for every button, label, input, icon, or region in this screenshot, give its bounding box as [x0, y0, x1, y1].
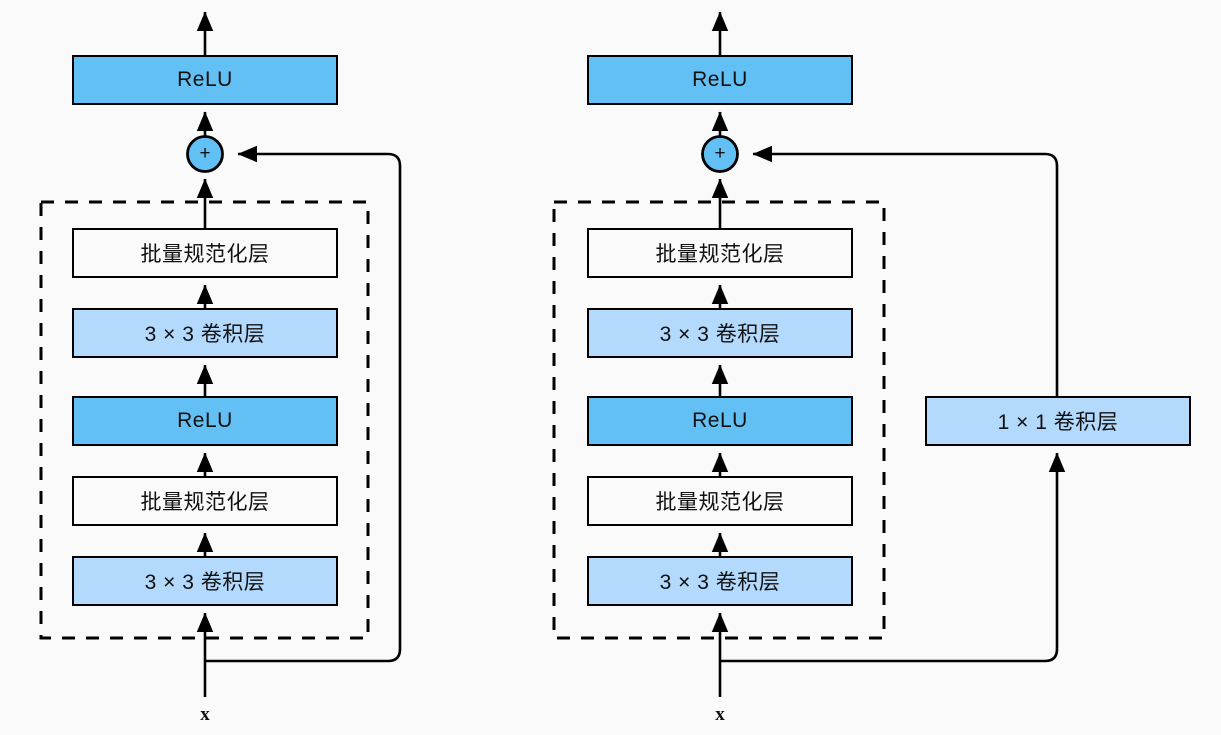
- right-inner-relu-box[interactable]: ReLU: [587, 396, 853, 446]
- right-batchnorm-1-box[interactable]: 批量规范化层: [587, 476, 853, 526]
- left-batchnorm-2-box[interactable]: 批量规范化层: [72, 228, 338, 278]
- right-output-relu-box[interactable]: ReLU: [587, 55, 853, 105]
- right-shortcut-lower-path: [720, 452, 1066, 663]
- left-shortcut-path: [205, 145, 402, 663]
- right-shortcut-upper-path: [752, 145, 1059, 396]
- left-conv-3x3-1-box[interactable]: 3 × 3 卷积层: [72, 556, 338, 606]
- left-output-relu-box[interactable]: ReLU: [72, 55, 338, 105]
- right-conv-3x3-1-box[interactable]: 3 × 3 卷积层: [587, 556, 853, 606]
- right-add-node: [701, 135, 739, 173]
- left-add-symbol: +: [199, 143, 211, 164]
- right-input-label: x: [715, 704, 725, 725]
- right-batchnorm-2-box[interactable]: 批量规范化层: [587, 228, 853, 278]
- right-conv-3x3-2-box[interactable]: 3 × 3 卷积层: [587, 308, 853, 358]
- left-input-label: x: [200, 704, 210, 725]
- left-conv-3x3-2-box[interactable]: 3 × 3 卷积层: [72, 308, 338, 358]
- right-add-symbol: +: [714, 143, 726, 164]
- left-batchnorm-1-box[interactable]: 批量规范化层: [72, 476, 338, 526]
- left-inner-relu-box[interactable]: ReLU: [72, 396, 338, 446]
- right-shortcut-conv-1x1-box[interactable]: 1 × 1 卷积层: [925, 396, 1191, 446]
- left-residual-body-outline: [39, 200, 370, 640]
- left-add-node: [186, 135, 224, 173]
